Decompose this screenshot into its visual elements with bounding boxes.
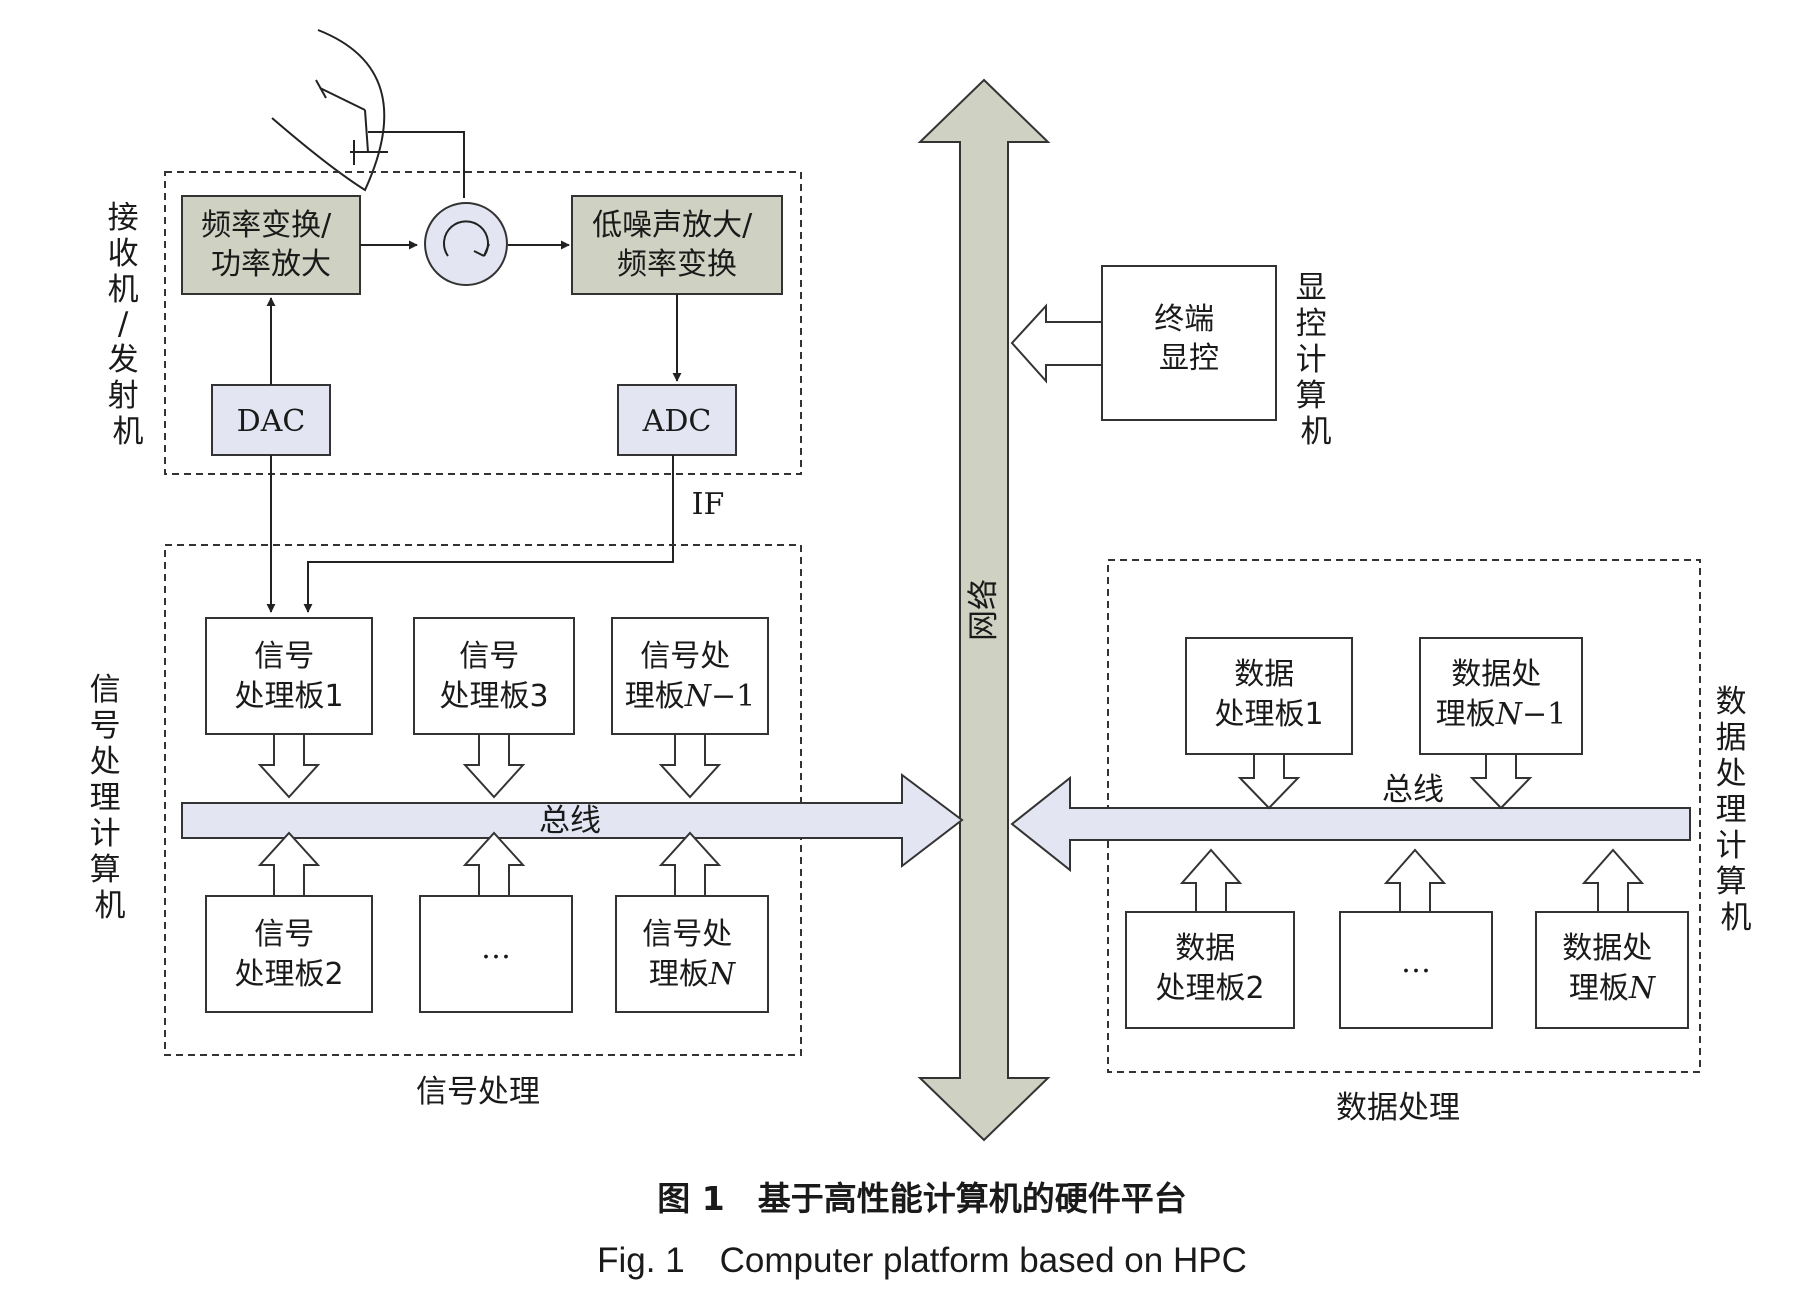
signal-bus-label: 总线 <box>539 803 601 839</box>
data-processing-section: 数 据 处 理 计 算 机 总线 数据 处理板1 数据处 理板N−1 <box>1010 559 1757 1126</box>
data-board-1-to-bus-arrow <box>1237 753 1301 810</box>
signal-board-ellipsis-label: … <box>481 931 511 966</box>
freq-convert-power-amp-label: 频率变换/ 功率放大 <box>201 208 341 282</box>
bus-to-data-board-2-arrow <box>1179 848 1243 913</box>
signal-board-n-label: 信号处 理板N <box>642 917 742 992</box>
terminal-display-block <box>1101 265 1277 421</box>
network-label: 网络 <box>966 579 1002 641</box>
data-board-n-minus-1-to-bus-arrow <box>1469 753 1533 810</box>
signal-board-3 <box>413 617 575 735</box>
signal-board-ellipsis <box>419 895 573 1013</box>
if-label: IF <box>692 487 725 522</box>
adc-label: ADC <box>642 404 712 439</box>
display-to-network-arrow <box>1010 303 1103 384</box>
transceiver-section: 接 收 机 / 发 射 机 频率变换/ 功率放大 低噪声放大/ 频率变换 <box>108 29 802 522</box>
display-side-label: 显 控 计 算 机 <box>1296 270 1337 450</box>
display-control-section: 终端 显控 显 控 计 算 机 <box>1010 265 1337 450</box>
bus-to-signal-ellipsis-arrow <box>462 831 526 897</box>
data-section-label: 数据处理 <box>1336 1090 1460 1126</box>
data-board-1-label: 数据 处理板1 <box>1214 657 1323 732</box>
data-board-2-label: 数据 处理板2 <box>1155 931 1264 1006</box>
terminal-display-label: 终端 显控 <box>1154 302 1224 376</box>
signal-bus-arrow <box>181 773 964 869</box>
figure-caption-zh: 图 1 基于高性能计算机的硬件平台 <box>657 1179 1186 1218</box>
signal-processing-section: 信 号 处 理 计 算 机 总线 信号 处理板1 信号 处理板3 信号处 理板N… <box>90 544 964 1110</box>
lna-freq-convert-label: 低噪声放大/ 频率变换 <box>592 208 762 282</box>
signal-board-n-minus-1-label: 信号处 理板N−1 <box>625 639 755 714</box>
data-board-n-minus-1-label: 数据处 理板N−1 <box>1436 657 1566 732</box>
signal-board-2-label: 信号 处理板2 <box>234 917 343 992</box>
data-board-ellipsis-label: … <box>1401 945 1431 980</box>
dac-label: DAC <box>237 404 306 439</box>
signal-board-1-to-bus-arrow <box>257 733 321 799</box>
transceiver-dashed-boundary <box>164 171 802 475</box>
network-backbone-arrow <box>917 78 1051 1142</box>
signal-board-2 <box>205 895 373 1013</box>
signal-board-3-label: 信号 处理板3 <box>439 639 548 714</box>
bus-to-signal-board-n-arrow <box>658 831 722 897</box>
data-board-n-label: 数据处 理板N <box>1562 931 1662 1006</box>
signal-section-label: 信号处理 <box>416 1074 540 1110</box>
adc-block <box>617 384 737 456</box>
data-board-1 <box>1185 637 1353 755</box>
signal-board-n-minus-1 <box>611 617 769 735</box>
bus-to-signal-board-2-arrow <box>257 831 321 897</box>
lna-freq-convert-block <box>571 195 783 295</box>
data-board-2 <box>1125 911 1295 1029</box>
signal-side-label: 信 号 处 理 计 算 机 <box>90 672 131 924</box>
antenna-dish-icon <box>271 29 465 198</box>
bus-to-data-board-n-arrow <box>1581 848 1645 913</box>
data-bus-arrow <box>1010 775 1691 873</box>
circulator-icon <box>424 202 508 286</box>
signal-board-n <box>615 895 769 1013</box>
signal-board-n-minus-1-to-bus-arrow <box>658 733 722 799</box>
dac-block <box>211 384 331 456</box>
data-board-n <box>1535 911 1689 1029</box>
transceiver-side-label: 接 收 机 / 发 射 机 <box>108 200 149 450</box>
figure-caption-en: Fig. 1 Computer platform based on HPC <box>597 1241 1247 1280</box>
data-board-ellipsis <box>1339 911 1493 1029</box>
bus-to-data-ellipsis-arrow <box>1383 848 1447 913</box>
signal-processing-dashed-boundary <box>164 544 802 1056</box>
data-side-label: 数 据 处 理 计 算 机 <box>1716 684 1757 936</box>
signal-board-1 <box>205 617 373 735</box>
data-board-n-minus-1 <box>1419 637 1583 755</box>
signal-board-1-label: 信号 处理板1 <box>234 639 343 714</box>
data-bus-label: 总线 <box>1382 772 1444 808</box>
signal-board-3-to-bus-arrow <box>462 733 526 799</box>
adc-if-to-signal-board-1-arrow <box>303 455 674 613</box>
